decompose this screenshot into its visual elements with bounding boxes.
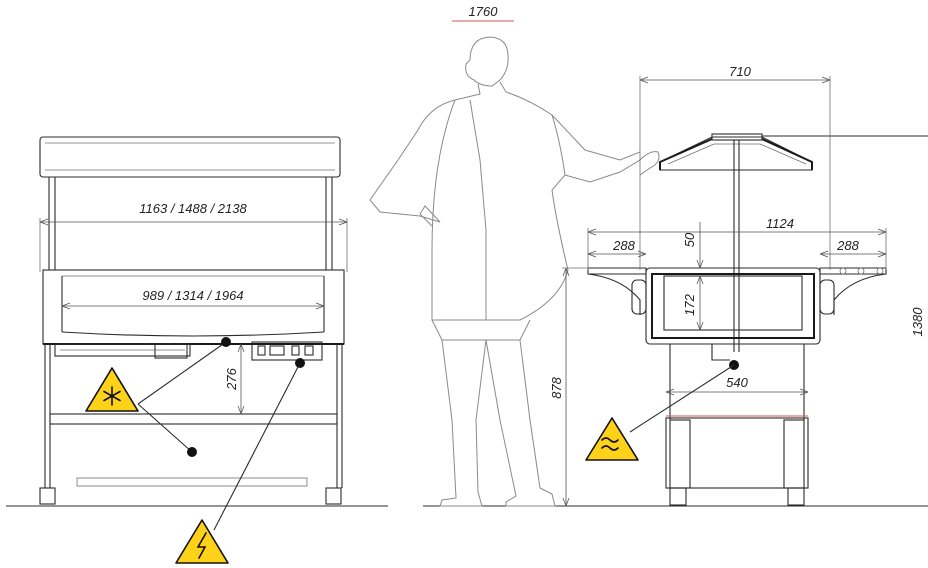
front-width-outer-label: 1163 / 1488 / 2138 — [139, 201, 247, 216]
side-canopy-offset-label: 50 — [682, 232, 697, 247]
front-dimension-shelf: 276 — [224, 343, 245, 415]
front-width-inner-label: 989 / 1314 / 1964 — [142, 288, 243, 303]
human-figure: 1760 — [369, 4, 660, 507]
side-dimension-well-depth: 172 — [682, 275, 704, 331]
side-dimension-base: 540 — [665, 375, 809, 396]
side-well-depth-label: 172 — [682, 293, 697, 315]
side-dimension-total-height: 1380 — [910, 307, 925, 337]
person-height-label: 1760 — [469, 4, 499, 19]
side-dimension-offset: 50 — [682, 222, 704, 269]
side-right-shelf-label: 288 — [836, 238, 859, 253]
front-dimension-inner: 989 / 1314 / 1964 — [61, 288, 325, 310]
heating-warning — [585, 364, 735, 461]
side-dimension-left-shelf: 288 — [587, 238, 647, 258]
side-dimension-right-shelf: 288 — [819, 238, 887, 258]
side-dimension-canopy: 710 — [639, 64, 831, 270]
front-shelf-height-label: 276 — [224, 367, 239, 390]
side-canopy-width-label: 710 — [729, 64, 751, 79]
side-dimension-total: 1124 — [587, 216, 887, 270]
side-view — [587, 133, 928, 506]
lightning-icon — [196, 532, 207, 559]
refrigeration-warning — [85, 337, 231, 457]
side-base-width-label: 540 — [726, 375, 748, 390]
heat-waves-icon — [601, 437, 619, 451]
side-counter-height-label: 878 — [549, 376, 564, 398]
electrical-warning — [175, 358, 305, 564]
front-dimension-outer: 1163 / 1488 / 2138 — [39, 201, 348, 226]
snowflake-icon — [103, 386, 121, 406]
side-left-shelf-label: 288 — [612, 238, 635, 253]
side-dimension-counter-height: 878 — [549, 267, 588, 507]
side-total-width-label: 1124 — [766, 216, 794, 231]
side-total-height-label: 1380 — [910, 307, 925, 337]
front-view — [39, 136, 348, 505]
